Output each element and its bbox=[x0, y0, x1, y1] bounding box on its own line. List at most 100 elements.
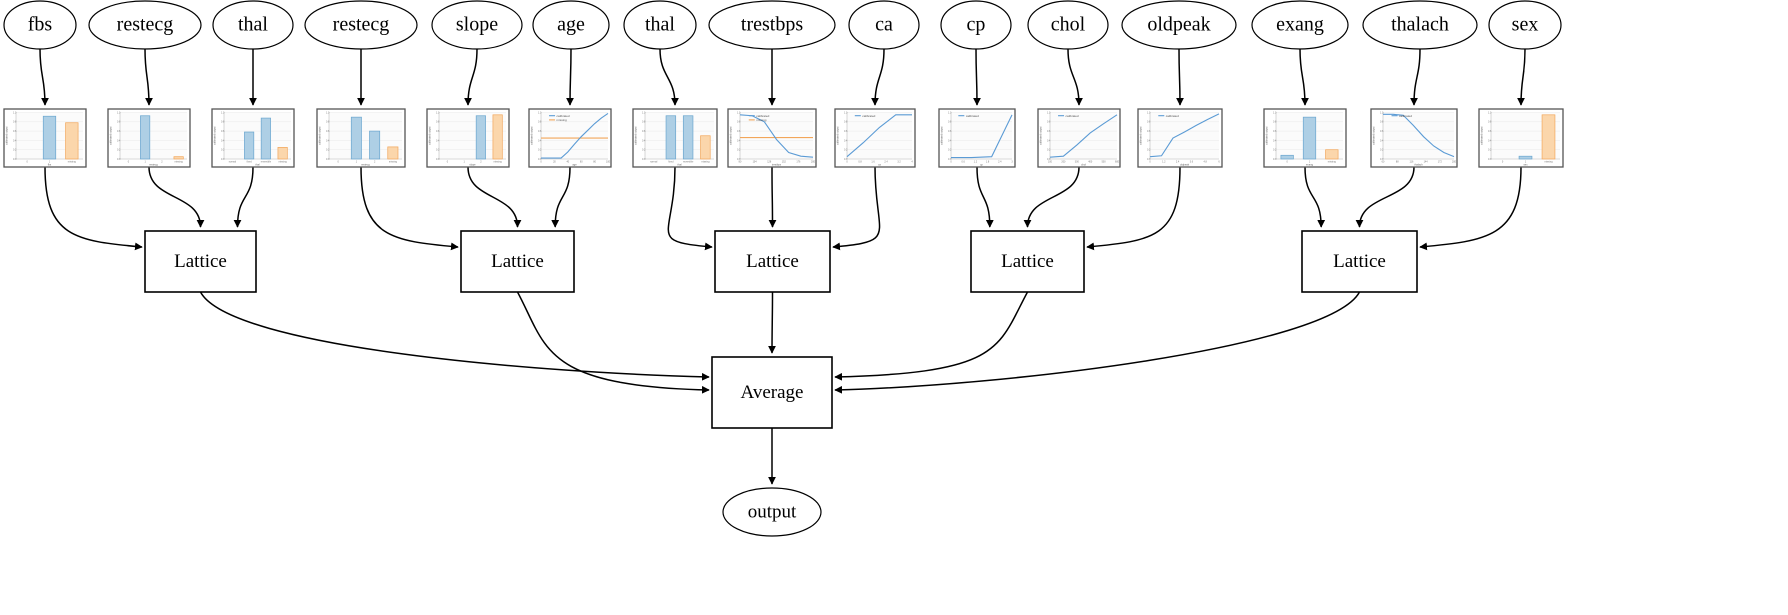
average-node[interactable]: Average bbox=[711, 356, 833, 429]
svg-text:fixed: fixed bbox=[668, 161, 674, 164]
feature-node-thal-6[interactable]: thal bbox=[623, 0, 697, 50]
lattice-node-4[interactable]: Lattice bbox=[1301, 230, 1418, 293]
svg-text:0.2: 0.2 bbox=[737, 149, 741, 152]
svg-text:3: 3 bbox=[1011, 161, 1013, 164]
svg-text:exang: exang bbox=[1306, 164, 1314, 167]
lattice-node-2[interactable]: Lattice bbox=[714, 230, 831, 293]
svg-text:restecg: restecg bbox=[361, 163, 370, 167]
feature-node-label: fbs bbox=[28, 14, 53, 36]
feature-node-label: sex bbox=[1512, 14, 1539, 36]
svg-text:calibrated: calibrated bbox=[1066, 114, 1079, 118]
svg-text:0.2: 0.2 bbox=[221, 149, 225, 152]
feature-node-label: ca bbox=[875, 14, 893, 36]
svg-text:0.4: 0.4 bbox=[948, 139, 952, 142]
svg-text:0.2: 0.2 bbox=[1047, 149, 1051, 152]
feature-node-label: chol bbox=[1051, 14, 1086, 36]
svg-text:slope: slope bbox=[469, 163, 476, 167]
feature-node-thalach-13[interactable]: thalach bbox=[1362, 0, 1478, 50]
svg-text:1.0: 1.0 bbox=[642, 111, 646, 114]
svg-text:2.4: 2.4 bbox=[1176, 161, 1180, 164]
svg-text:88: 88 bbox=[1396, 161, 1399, 164]
svg-text:400: 400 bbox=[1088, 161, 1093, 164]
svg-text:0.8: 0.8 bbox=[538, 121, 542, 124]
edge-chol-to-plot-10 bbox=[1067, 48, 1083, 106]
feature-node-label: cp bbox=[967, 14, 986, 36]
feature-node-label: age bbox=[557, 14, 585, 36]
svg-text:1.0: 1.0 bbox=[844, 111, 848, 114]
feature-node-fbs-0[interactable]: fbs bbox=[3, 0, 77, 50]
svg-text:1.0: 1.0 bbox=[13, 111, 17, 114]
svg-text:0.2: 0.2 bbox=[948, 149, 952, 152]
feature-node-age-5[interactable]: age bbox=[532, 0, 610, 50]
svg-text:3.6: 3.6 bbox=[1190, 161, 1194, 164]
svg-text:thalach: thalach bbox=[1414, 163, 1423, 167]
svg-text:0.6: 0.6 bbox=[1380, 130, 1384, 133]
svg-text:0.6: 0.6 bbox=[221, 130, 225, 133]
svg-text:100: 100 bbox=[606, 161, 611, 164]
svg-text:0.6: 0.6 bbox=[1047, 130, 1051, 133]
svg-text:normal: normal bbox=[229, 161, 237, 164]
edge-plot-13-to-lattice-4 bbox=[1355, 166, 1415, 228]
feature-node-cp-9[interactable]: cp bbox=[940, 0, 1012, 50]
lattice-node-1[interactable]: Lattice bbox=[460, 230, 575, 293]
feature-node-thal-2[interactable]: thal bbox=[212, 0, 294, 50]
feature-node-restecg-1[interactable]: restecg bbox=[88, 0, 202, 50]
lattice-node-0[interactable]: Lattice bbox=[144, 230, 257, 293]
svg-text:0.8: 0.8 bbox=[117, 121, 121, 124]
svg-text:0.2: 0.2 bbox=[1273, 149, 1277, 152]
svg-text:calibrated output: calibrated output bbox=[1040, 126, 1043, 145]
edge-plot-0-to-lattice-0 bbox=[44, 166, 143, 251]
svg-text:1.0: 1.0 bbox=[1147, 111, 1151, 114]
lattice-node-label: Lattice bbox=[1333, 251, 1386, 272]
svg-text:0.4: 0.4 bbox=[1380, 139, 1384, 142]
svg-text:1.0: 1.0 bbox=[538, 111, 542, 114]
feature-node-sex-14[interactable]: sex bbox=[1488, 0, 1562, 50]
svg-text:104: 104 bbox=[753, 161, 758, 164]
svg-text:missing: missing bbox=[68, 161, 77, 164]
feature-node-exang-12[interactable]: exang bbox=[1251, 0, 1349, 50]
svg-text:100: 100 bbox=[1048, 161, 1053, 164]
svg-text:1.0: 1.0 bbox=[221, 111, 225, 114]
svg-text:0.4: 0.4 bbox=[326, 139, 330, 142]
svg-text:0.6: 0.6 bbox=[436, 130, 440, 133]
svg-text:1: 1 bbox=[463, 161, 465, 164]
svg-text:0.4: 0.4 bbox=[737, 139, 741, 142]
svg-text:calibrated output: calibrated output bbox=[531, 126, 534, 145]
svg-text:calibrated: calibrated bbox=[756, 114, 769, 118]
svg-text:4.8: 4.8 bbox=[1204, 161, 1208, 164]
svg-text:1.0: 1.0 bbox=[1380, 111, 1384, 114]
svg-text:0.6: 0.6 bbox=[538, 130, 542, 133]
feature-node-slope-4[interactable]: slope bbox=[431, 0, 523, 50]
svg-text:0.6: 0.6 bbox=[326, 130, 330, 133]
feature-node-oldpeak-11[interactable]: oldpeak bbox=[1121, 0, 1237, 50]
output-node[interactable]: output bbox=[722, 487, 822, 537]
svg-text:0.0: 0.0 bbox=[326, 158, 330, 161]
svg-text:calibrated output: calibrated output bbox=[941, 126, 944, 145]
svg-text:1.8: 1.8 bbox=[986, 161, 990, 164]
feature-node-ca-8[interactable]: ca bbox=[848, 0, 920, 50]
svg-text:0.8: 0.8 bbox=[948, 121, 952, 124]
svg-text:0.8: 0.8 bbox=[1488, 121, 1492, 124]
svg-text:thal: thal bbox=[255, 163, 260, 167]
edge-plot-3-to-lattice-1 bbox=[360, 166, 459, 251]
feature-node-label: slope bbox=[456, 14, 498, 36]
feature-node-label: trestbps bbox=[741, 14, 803, 36]
svg-text:1.6: 1.6 bbox=[871, 161, 875, 164]
feature-node-trestbps-7[interactable]: trestbps bbox=[708, 0, 836, 50]
feature-node-chol-10[interactable]: chol bbox=[1027, 0, 1109, 50]
feature-node-label: thal bbox=[238, 14, 268, 36]
svg-text:reversible: reversible bbox=[683, 161, 694, 164]
feature-node-restecg-3[interactable]: restecg bbox=[304, 0, 418, 50]
svg-text:0.2: 0.2 bbox=[13, 149, 17, 152]
svg-text:200: 200 bbox=[811, 161, 816, 164]
lattice-node-3[interactable]: Lattice bbox=[970, 230, 1085, 293]
feature-node-label: exang bbox=[1276, 14, 1324, 36]
svg-text:age: age bbox=[572, 164, 577, 167]
svg-text:calibrated output: calibrated output bbox=[429, 126, 432, 145]
